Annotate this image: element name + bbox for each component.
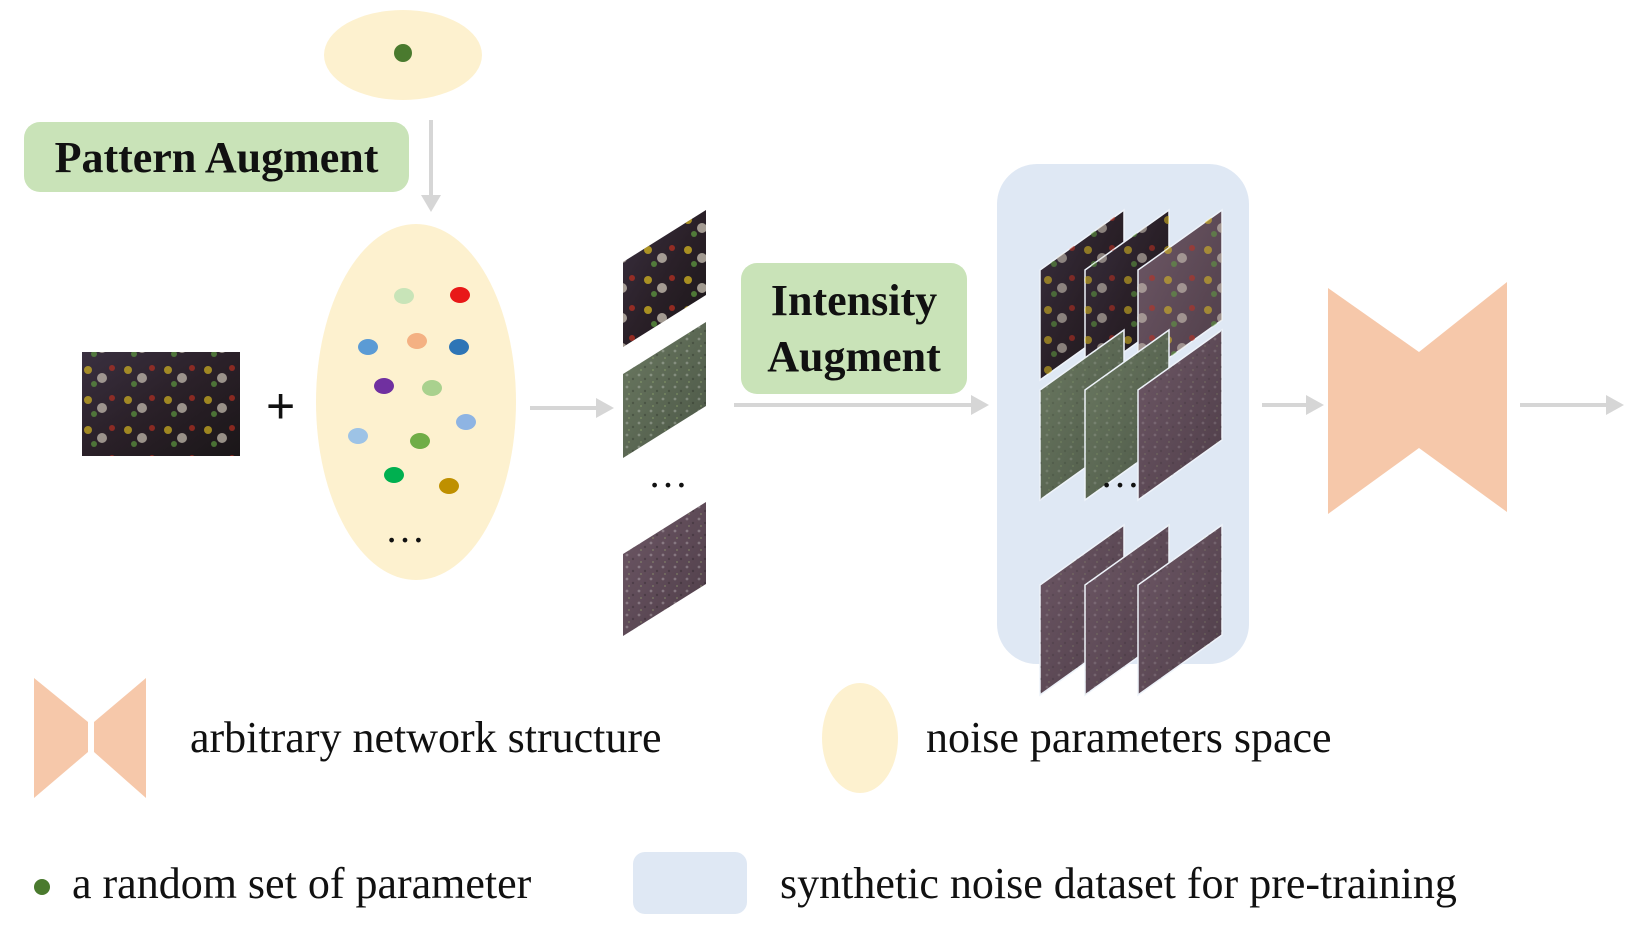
intensity-augment-label: Intensity Augment: [741, 263, 967, 394]
parameter-dot: [450, 287, 470, 303]
legend-network-label: arbitrary network structure: [190, 713, 662, 762]
ellipsis-params: …: [385, 506, 427, 551]
arrow-right-icon: [1262, 395, 1324, 415]
legend-dataset-swatch: [633, 852, 747, 914]
parameter-dot: [422, 380, 442, 396]
dataset-image-texture: [1040, 525, 1124, 695]
parameter-dot: [456, 414, 476, 430]
legend-noise-space-icon: [822, 683, 898, 793]
parameter-dot: [407, 333, 427, 349]
parameter-dot: [384, 467, 404, 483]
legend-random-param-label: a random set of parameter: [72, 859, 532, 908]
noisy-image: [623, 502, 706, 636]
sampled-parameter-dot: [394, 44, 412, 62]
parameter-dot: [394, 288, 414, 304]
parameter-dot: [374, 378, 394, 394]
parameter-dot: [439, 478, 459, 494]
dataset-image-stacks: [1039, 208, 1223, 697]
output-arrow-icon: [1520, 395, 1624, 415]
noisy-image-column: [623, 210, 706, 636]
pattern-augment-label: Pattern Augment: [24, 122, 409, 192]
parameter-dot: [410, 433, 430, 449]
parameter-dot: [358, 339, 378, 355]
arrow-right-icon: [530, 398, 614, 418]
parameter-dots: [348, 287, 476, 494]
dataset-image-texture: [1138, 525, 1222, 695]
dataset-image-texture: [1138, 330, 1222, 500]
dataset-image-texture: [1085, 210, 1169, 380]
dataset-image-texture: [1085, 330, 1169, 500]
dataset-image-texture: [1040, 330, 1124, 500]
parameter-dot: [449, 339, 469, 355]
parameter-dot: [348, 428, 368, 444]
noisy-image: [623, 322, 706, 458]
down-arrow-icon: [421, 120, 441, 212]
ellipsis-dataset: …: [1100, 451, 1142, 496]
intensity-augment-line1: Intensity: [770, 275, 938, 325]
dataset-image-texture: [1085, 525, 1169, 695]
noise-parameters-space: [316, 224, 516, 580]
plus-sign: +: [266, 378, 296, 434]
dataset-image-texture: [1040, 210, 1124, 380]
legend-network-icon: [34, 678, 146, 798]
pattern-augment-text: Pattern Augment: [54, 132, 379, 182]
intensity-augment-line2: Augment: [767, 331, 941, 381]
arrow-right-icon: [734, 395, 989, 415]
ellipsis-noisy-images: …: [648, 451, 690, 496]
legend-dataset-label: synthetic noise dataset for pre-training: [780, 859, 1457, 908]
clean-image: [82, 352, 240, 456]
legend-random-param-dot: [34, 879, 50, 895]
noisy-image: [623, 210, 706, 347]
network-bowtie-icon: [1328, 282, 1507, 514]
legend-noise-space-label: noise parameters space: [926, 713, 1332, 762]
